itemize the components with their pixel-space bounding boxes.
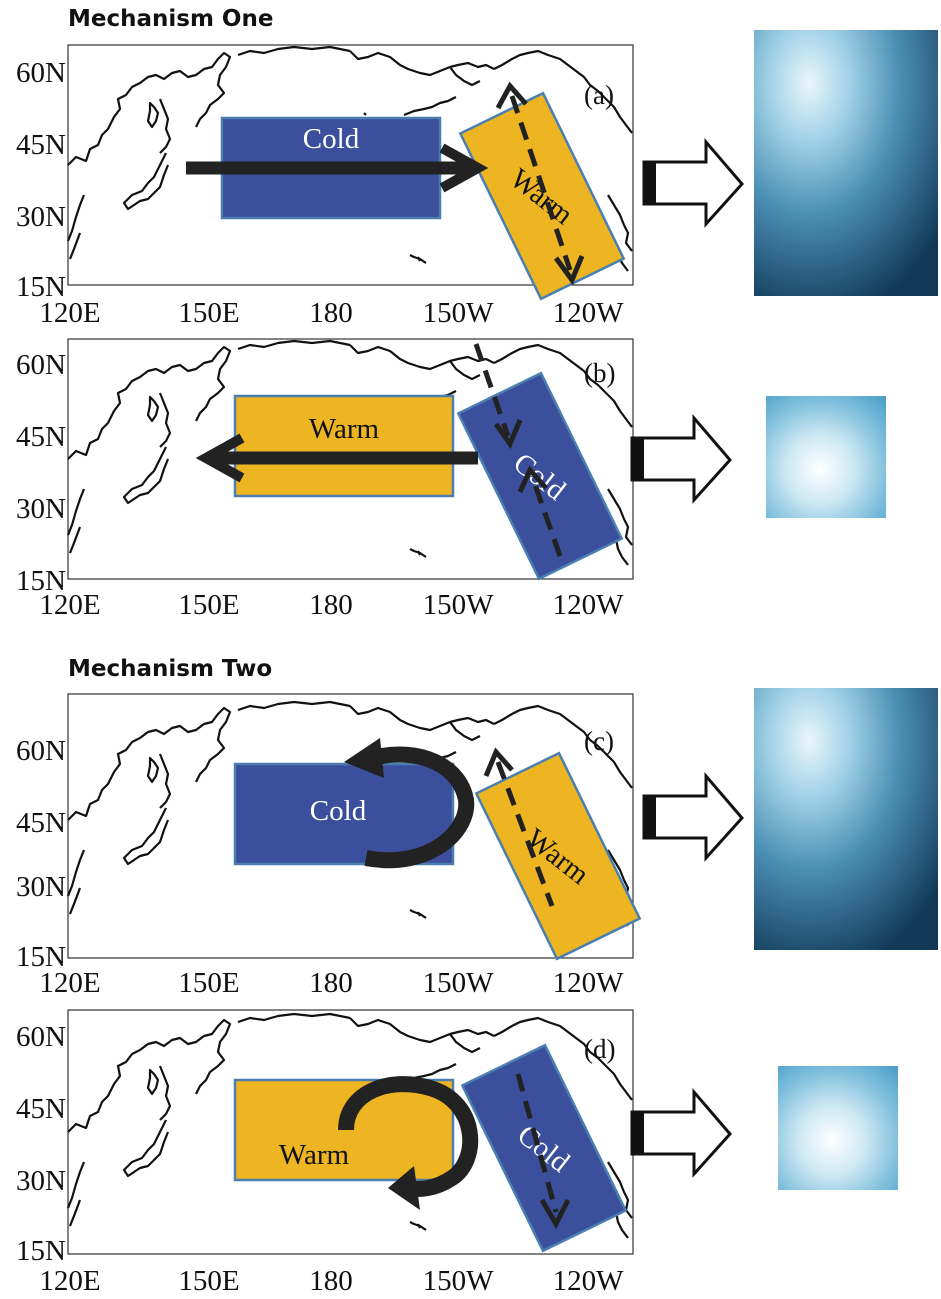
lon-label-180: 180 (309, 589, 353, 621)
lat-label-45n: 45N (16, 1093, 66, 1125)
lat-label-60n: 60N (16, 735, 66, 767)
lat-label-45n: 45N (16, 129, 66, 161)
panel-label: (c) (584, 726, 614, 756)
coastal-dashed-arrow (515, 1073, 559, 1213)
lon-label-120w: 120W (553, 589, 625, 621)
lon-label-180: 180 (309, 297, 353, 329)
warm-coastal-box: Warm (474, 751, 642, 961)
lat-label-15n: 15N (16, 565, 66, 597)
gyre-arrow (338, 1076, 479, 1197)
lat-label-45n: 45N (16, 807, 66, 839)
zonal-arrow-head (195, 433, 245, 483)
outcome-arrow-a (642, 137, 744, 228)
coastal-arrow-head-down (493, 419, 523, 450)
cold-box (233, 762, 455, 866)
lon-label-150w: 150W (423, 297, 495, 329)
panel-b: Warm Cold (b) 60N 45N 30N 15N 120E 150E … (16, 338, 634, 621)
panel-d: Warm Cold (d) 60N 45N 30N 15N 120E 150E … (16, 1009, 634, 1297)
zonal-arrow-head (439, 143, 489, 193)
lat-label-30n: 30N (16, 201, 66, 233)
outcome-arrow-c (642, 771, 744, 862)
gyre-arrow-head (344, 738, 384, 778)
coastal-arrow-head-up (483, 747, 514, 777)
lon-label-120e: 120E (39, 589, 100, 621)
panel-a: Cold Warm (a) 60N 45N 30N 15N 120E 150E … (16, 44, 634, 329)
lat-label-15n: 15N (16, 271, 66, 303)
lat-label-45n: 45N (16, 421, 66, 453)
lon-label-120w: 120W (553, 1265, 625, 1297)
lon-label-150w: 150W (423, 967, 495, 999)
panel-c: Cold Warm (c) 60N 45N 30N 15N 120E 150E … (16, 693, 642, 999)
lon-label-150e: 150E (178, 297, 239, 329)
main-box-label: Cold (310, 795, 367, 827)
lon-label-180: 180 (309, 1265, 353, 1297)
panel-label: (d) (584, 1034, 615, 1064)
lon-label-120w: 120W (553, 967, 625, 999)
lon-label-120e: 120E (39, 967, 100, 999)
coastal-arrow-head-up (517, 465, 548, 494)
panel-label: (a) (584, 80, 614, 110)
coastal-dashed-arrow (495, 761, 555, 907)
fish-school-image-small (766, 396, 886, 518)
lat-label-30n: 30N (16, 871, 66, 903)
fish-school-image-large (754, 688, 938, 950)
heading-mechanism-one: Mechanism One (68, 6, 273, 32)
lon-label-180: 180 (309, 967, 353, 999)
main-box-label: Warm (279, 1139, 350, 1171)
gyre-arrow (364, 746, 475, 869)
warm-box (233, 394, 455, 498)
lat-label-60n: 60N (16, 349, 66, 381)
lon-label-150w: 150W (423, 589, 495, 621)
coastal-arrow-head-down (553, 255, 585, 286)
coastal-dashed-arrow-down (473, 343, 511, 437)
lat-label-15n: 15N (16, 941, 66, 973)
lat-label-15n: 15N (16, 1235, 66, 1267)
lon-label-120e: 120E (39, 1265, 100, 1297)
lat-label-60n: 60N (16, 57, 66, 89)
heading-mechanism-two: Mechanism Two (68, 656, 272, 682)
fish-school-image-small (778, 1066, 898, 1190)
main-box-label: Cold (303, 123, 360, 155)
gyre-arrow-head (388, 1166, 420, 1210)
lat-label-30n: 30N (16, 1165, 66, 1197)
main-box-label: Warm (309, 413, 380, 445)
lon-label-120e: 120E (39, 297, 100, 329)
lon-label-150w: 150W (423, 1265, 495, 1297)
lon-label-150e: 150E (178, 1265, 239, 1297)
outcome-arrow-d (630, 1087, 732, 1178)
lat-label-60n: 60N (16, 1021, 66, 1053)
lon-label-150e: 150E (178, 967, 239, 999)
fish-school-image-large (754, 30, 938, 296)
lon-label-150e: 150E (178, 589, 239, 621)
coastal-dashed-arrow (509, 95, 573, 271)
outcome-arrow-b (630, 413, 732, 504)
coastal-arrow-head-down (539, 1198, 571, 1230)
coastal-dashed-arrow-up (529, 475, 563, 557)
lat-label-30n: 30N (16, 493, 66, 525)
coastal-arrow-head-up (495, 81, 528, 110)
panel-label: (b) (584, 358, 615, 388)
warm-coastal-box: Warm (458, 91, 626, 301)
lon-label-120w: 120W (553, 297, 625, 329)
